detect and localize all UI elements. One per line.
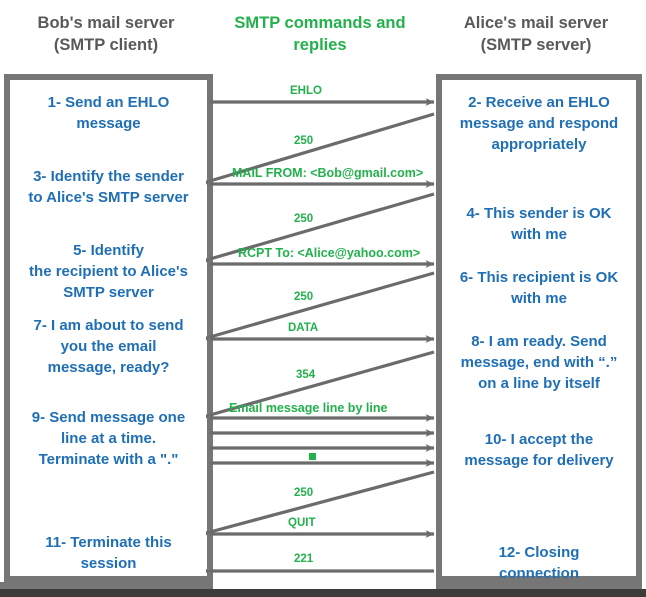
arrow-layer: [206, 98, 435, 575]
header-server-line1: Alice's mail server: [463, 14, 609, 32]
client-step-1-line-2: message: [76, 115, 141, 132]
label-msg-mail-from: MAIL FROM: <Bob@gmail.com>: [232, 166, 424, 180]
server-step-10: 10- I accept the message for delivery: [442, 429, 636, 471]
server-step-4-line-1: 4- This sender is OK: [466, 205, 612, 222]
client-step-9-line-3: Terminate with a ".": [38, 451, 179, 468]
arrow-msg-354: [206, 350, 435, 422]
client-step-1: 1- Send an EHLO message: [10, 92, 207, 134]
header-server: Alice's mail server (SMTP server): [436, 12, 636, 56]
bottom-strip: [0, 589, 646, 597]
label-msg-250-b: 250: [294, 213, 314, 225]
header-middle-line1: SMTP commands and: [234, 14, 406, 32]
server-steps-container: 2- Receive an EHLO message and respond app…: [442, 80, 636, 582]
server-step-8: 8- I am ready. Send message, end with “.”…: [442, 331, 636, 394]
client-panel: 1- Send an EHLO message 3- Identify the se…: [4, 74, 213, 582]
client-step-7-line-1: 7- I am about to send: [33, 317, 184, 334]
period-marker-dot: [309, 453, 316, 460]
server-step-6-line-2: with me: [511, 290, 567, 307]
server-step-10-line-2: message for delivery: [464, 452, 614, 469]
client-step-3: 3- Identify the sender to Alice's SMTP se…: [10, 166, 207, 208]
label-msg-body: Email message line by line: [229, 401, 388, 415]
server-step-4-line-2: with me: [511, 226, 567, 243]
client-step-9: 9- Send message one line at a time. Termin…: [10, 407, 207, 470]
client-step-7-line-3: message, ready?: [47, 359, 170, 376]
server-step-6-line-1: 6- This recipient is OK: [459, 269, 619, 286]
label-msg-250-d: 250: [294, 487, 314, 499]
server-step-6: 6- This recipient is OK with me: [442, 267, 636, 309]
server-step-8-line-1: 8- I am ready. Send: [471, 333, 607, 350]
client-step-11-line-1: 11- Terminate this: [45, 534, 172, 551]
client-step-7-line-2: you the email: [60, 338, 157, 355]
right-panel-bottom-pad: [436, 582, 642, 589]
header-client: Bob's mail server (SMTP client): [8, 12, 204, 56]
header-client-line1: Bob's mail server: [37, 14, 175, 32]
label-msg-221: 221: [294, 553, 314, 565]
client-step-5-line-2: the recipient to Alice's: [29, 263, 188, 280]
client-step-9-line-1: 9- Send message one: [31, 409, 186, 426]
label-msg-ehlo: EHLO: [290, 85, 322, 97]
label-msg-quit: QUIT: [288, 517, 316, 529]
label-msg-rcpt-to: RCPT To: <Alice@yahoo.com>: [238, 246, 421, 260]
header-client-line2: (SMTP client): [53, 36, 159, 54]
client-step-3-line-1: 3- Identify the sender: [33, 168, 184, 185]
client-step-7: 7- I am about to send you the email messag…: [10, 315, 207, 378]
server-step-2-line-3: appropriately: [491, 136, 587, 153]
server-step-12: 12- Closing connection: [442, 542, 636, 584]
client-steps-container: 1- Send an EHLO message 3- Identify the se…: [10, 80, 207, 576]
server-step-12-line-2: connection: [498, 565, 579, 582]
server-step-2-line-1: 2- Receive an EHLO: [468, 94, 610, 111]
label-msg-250-c: 250: [294, 291, 314, 303]
arrow-msg-250-d: [206, 470, 435, 538]
server-step-2: 2- Receive an EHLO message and respond app…: [442, 92, 636, 155]
client-step-5-line-1: 5- Identify: [73, 242, 144, 259]
server-panel: 2- Receive an EHLO message and respond app…: [436, 74, 642, 582]
server-step-2-line-2: message and respond: [459, 115, 619, 132]
client-step-11-line-2: session: [80, 555, 137, 572]
header-server-line2: (SMTP server): [480, 36, 592, 54]
server-step-10-line-1: 10- I accept the: [484, 431, 594, 448]
server-step-8-line-3: on a line by itself: [478, 375, 600, 392]
arrow-msg-250-a: [206, 112, 435, 188]
client-step-1-line-1: 1- Send an EHLO: [47, 94, 170, 111]
arrow-msg-250-c: [206, 271, 435, 344]
header-middle: SMTP commands and replies: [212, 12, 428, 56]
client-step-11: 11- Terminate this session: [10, 532, 207, 574]
arrow-msg-250-b: [206, 192, 435, 266]
server-step-12-line-1: 12- Closing: [498, 544, 580, 561]
header-middle-line2: replies: [293, 36, 347, 54]
label-msg-data: DATA: [288, 322, 319, 334]
left-panel-bottom-pad: [0, 582, 213, 589]
client-step-9-line-2: line at a time.: [60, 430, 157, 447]
client-step-5-line-3: SMTP server: [63, 284, 154, 301]
client-step-3-line-2: to Alice's SMTP server: [28, 189, 189, 206]
server-step-4: 4- This sender is OK with me: [442, 203, 636, 245]
server-step-8-line-2: message, end with “.”: [460, 354, 618, 371]
label-msg-250-a: 250: [294, 135, 314, 147]
label-msg-354: 354: [296, 369, 316, 381]
